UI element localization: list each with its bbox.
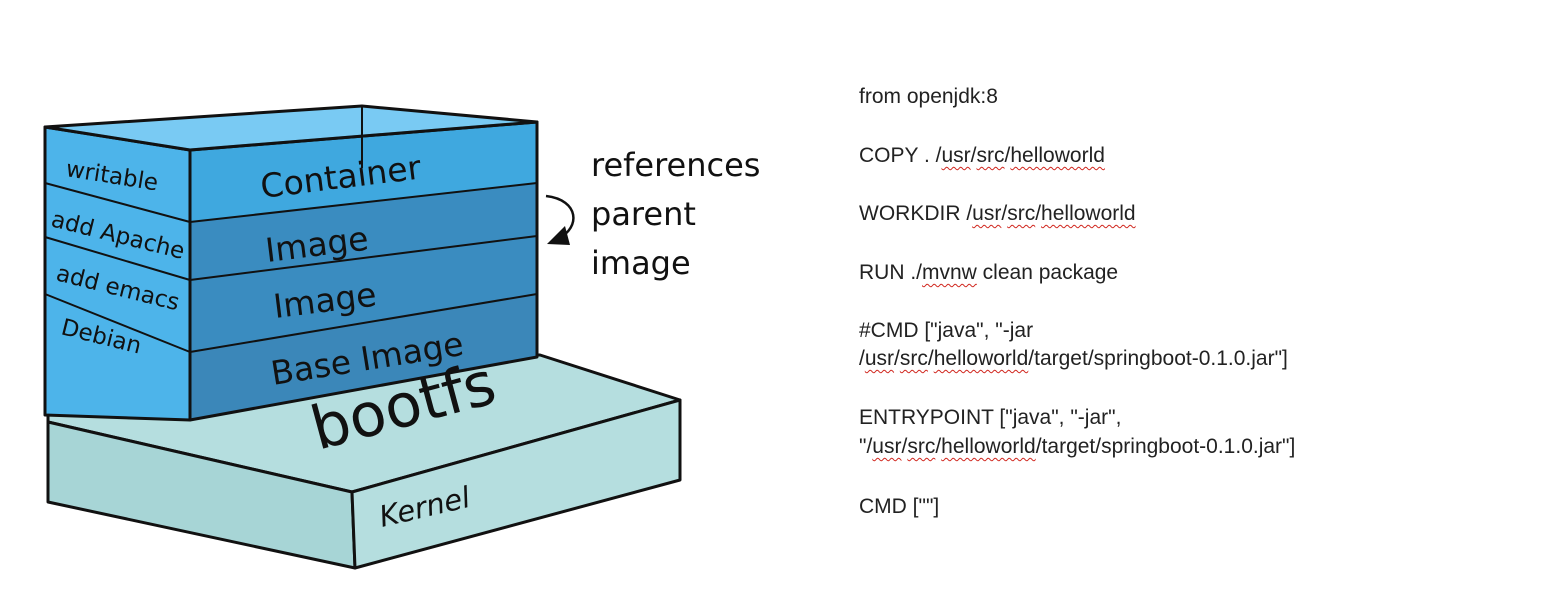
path-separator: / [927, 347, 934, 370]
spellcheck-word: helloworld [1041, 202, 1136, 225]
jar-path-text: /target/springboot-0.1.0.jar"] [1035, 435, 1296, 458]
path-separator: / [1035, 202, 1042, 225]
container-top-face [43, 104, 539, 152]
workdir-text: WORKDIR / [859, 202, 973, 225]
caption-line-references: references [591, 146, 761, 184]
spellcheck-word: usr [972, 202, 1002, 225]
run-args-text: clean package [976, 261, 1119, 284]
docker-layers-diagram: writable add Apache add emacs Debian Con… [43, 104, 682, 570]
jar-path-text: /target/springboot-0.1.0.jar"] [1028, 347, 1288, 370]
spellcheck-word: src [899, 347, 928, 370]
path-separator: / [1004, 144, 1011, 167]
front-divider [189, 293, 538, 353]
spellcheck-word: helloworld [941, 435, 1036, 458]
spellcheck-word: src [907, 435, 936, 458]
curved-arrow-icon [545, 194, 575, 245]
spellcheck-word: usr [872, 435, 902, 458]
dockerfile-from-line: from openjdk:8 [859, 85, 998, 108]
image-middle-front-face [190, 236, 537, 352]
caption-line-parent: parent [591, 195, 696, 233]
dockerfile-cmd-comment-line-2: /usr/src/helloworld/target/springboot-0.… [859, 344, 1288, 374]
dockerfile-cmd-comment-line-1: #CMD ["java", "-jar [859, 319, 1034, 342]
path-separator: / [970, 144, 977, 167]
container-front-face [190, 122, 537, 222]
dockerfile-cmd-line: CMD [""] [859, 495, 940, 518]
spellcheck-word: mvnw [922, 261, 977, 284]
spellcheck-word: src [976, 144, 1005, 167]
left-divider [44, 236, 191, 281]
dockerfile-entrypoint-line-2: "/usr/src/helloworld/target/springboot-0… [859, 432, 1295, 462]
spellcheck-word: src [1007, 202, 1036, 225]
dockerfile-entrypoint-line-1: ENTRYPOINT ["java", "-jar", [859, 406, 1122, 429]
left-divider [44, 293, 191, 353]
spellcheck-word: helloworld [1010, 144, 1105, 167]
kernel-front-face [350, 398, 682, 570]
image-top-front-face [190, 183, 537, 280]
run-text: RUN ./ [859, 261, 922, 284]
dockerfile-copy-line: COPY . /usr/src/helloworld [859, 141, 1105, 171]
path-separator: / [894, 347, 900, 370]
spellcheck-word: usr [864, 347, 895, 370]
spellcheck-word: usr [941, 144, 971, 167]
caption-line-image: image [591, 244, 691, 282]
front-divider [189, 235, 538, 281]
path-separator: / [935, 435, 942, 458]
path-separator: / [1001, 202, 1008, 225]
path-separator: / [901, 435, 908, 458]
path-separator: / [859, 347, 865, 370]
spellcheck-word: helloworld [933, 347, 1029, 370]
front-divider [189, 182, 538, 223]
dockerfile-workdir-line: WORKDIR /usr/src/helloworld [859, 199, 1136, 229]
path-separator: "/ [859, 435, 873, 458]
copy-text: COPY . / [859, 144, 942, 167]
references-parent-image-caption: references parent image [591, 141, 760, 288]
dockerfile-run-line: RUN ./mvnw clean package [859, 258, 1118, 288]
base-image-front-face [190, 294, 537, 420]
left-divider [44, 182, 191, 223]
